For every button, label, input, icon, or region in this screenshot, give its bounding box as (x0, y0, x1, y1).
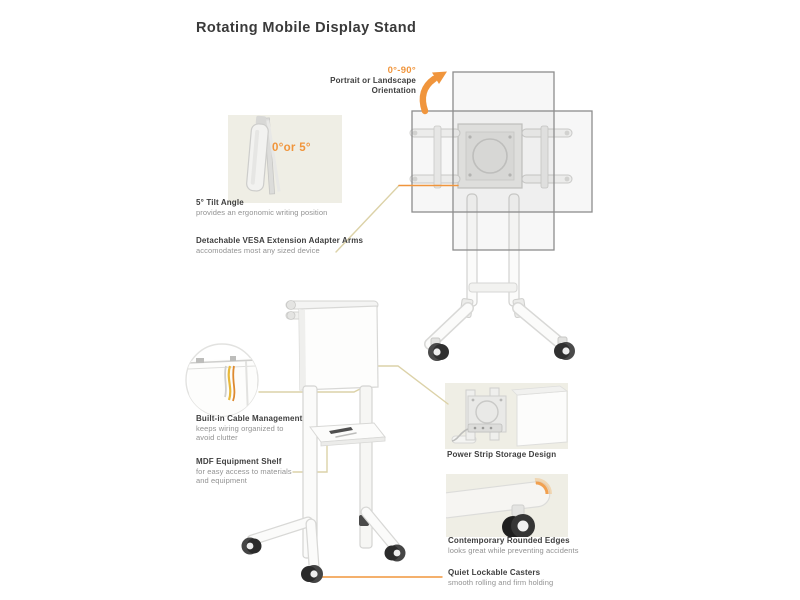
caster-wheel-icon (301, 565, 323, 583)
rounded-edges-callout-desc: looks great while preventing accidents (448, 545, 579, 555)
shelf-callout-desc1: for easy access to materials (196, 466, 292, 476)
caster-wheel-icon (384, 544, 406, 562)
rounded-edges-illustration (446, 477, 553, 537)
vesa-callout: Detachable VESA Extension Adapter Arms a… (196, 236, 363, 255)
rounded-edges-callout: Contemporary Rounded Edges looks great w… (448, 536, 579, 555)
tilt-callout: 5° Tilt Angle provides an ergonomic writ… (196, 198, 327, 217)
vesa-extension-arms (409, 125, 573, 189)
tilt-callout-title: 5° Tilt Angle (196, 198, 244, 207)
caster-wheel-icon (241, 537, 262, 555)
orientation-label-line2: Orientation (371, 85, 416, 95)
mobile-stand-illustration (241, 300, 406, 583)
casters-callout-title: Quiet Lockable Casters (448, 568, 541, 577)
tilt-callout-desc: provides an ergonomic writing position (196, 207, 328, 217)
equipment-shelf (309, 422, 386, 447)
cable-callout-desc2: avoid clutter (196, 432, 238, 442)
orange-cable (232, 365, 236, 402)
power-strip-illustration (451, 385, 568, 447)
caster-wheel-icon (554, 336, 575, 360)
shelf-callout: MDF Equipment Shelf for easy access to m… (196, 457, 292, 485)
power-strip-callout-title: Power Strip Storage Design (447, 450, 557, 459)
display-stand-rear-illustration (409, 71, 593, 361)
cable (224, 365, 227, 398)
landscape-screen-outline (411, 110, 593, 213)
tilt-panel-background (228, 115, 342, 203)
cable-callout: Built-in Cable Management keeps wiring o… (196, 414, 302, 442)
orientation-label-line1: Portrait or Landscape (330, 76, 416, 85)
cable-callout-title: Built-in Cable Management (196, 414, 303, 423)
yellow-cable (227, 365, 232, 401)
caster-wheel-icon (502, 514, 535, 537)
rounded-edges-callout-title: Contemporary Rounded Edges (448, 536, 570, 545)
casters-callout: Quiet Lockable Casters smooth rolling an… (448, 568, 553, 587)
caster-wheel-icon (428, 337, 449, 361)
cable-callout-desc1: keeps wiring organized to (196, 423, 284, 433)
tilt-angle-badge: 0°or 5° (272, 142, 311, 154)
power-strip (467, 423, 503, 433)
portrait-screen-outline (452, 71, 555, 251)
power-strip-callout: Power Strip Storage Design (447, 450, 556, 460)
casters-callout-desc: smooth rolling and firm holding (448, 577, 554, 587)
rounded-edge-highlight (535, 481, 549, 495)
cable-management-inset (185, 343, 259, 417)
tilt-bracket-illustration (246, 115, 281, 195)
shelf-callout-title: MDF Equipment Shelf (196, 457, 282, 466)
orientation-callout: 0°-90° Portrait or Landscape Orientation (316, 65, 416, 95)
vesa-callout-title: Detachable VESA Extension Adapter Arms (196, 236, 364, 245)
remote-control (329, 427, 353, 434)
rotation-range-label: 0°-90° (387, 65, 416, 76)
rotation-arrow-icon (419, 71, 447, 115)
shelf-callout-desc2: and equipment (196, 475, 247, 485)
page-title: Rotating Mobile Display Stand (196, 20, 417, 36)
vesa-callout-desc: accomodates most any sized device (196, 245, 320, 255)
